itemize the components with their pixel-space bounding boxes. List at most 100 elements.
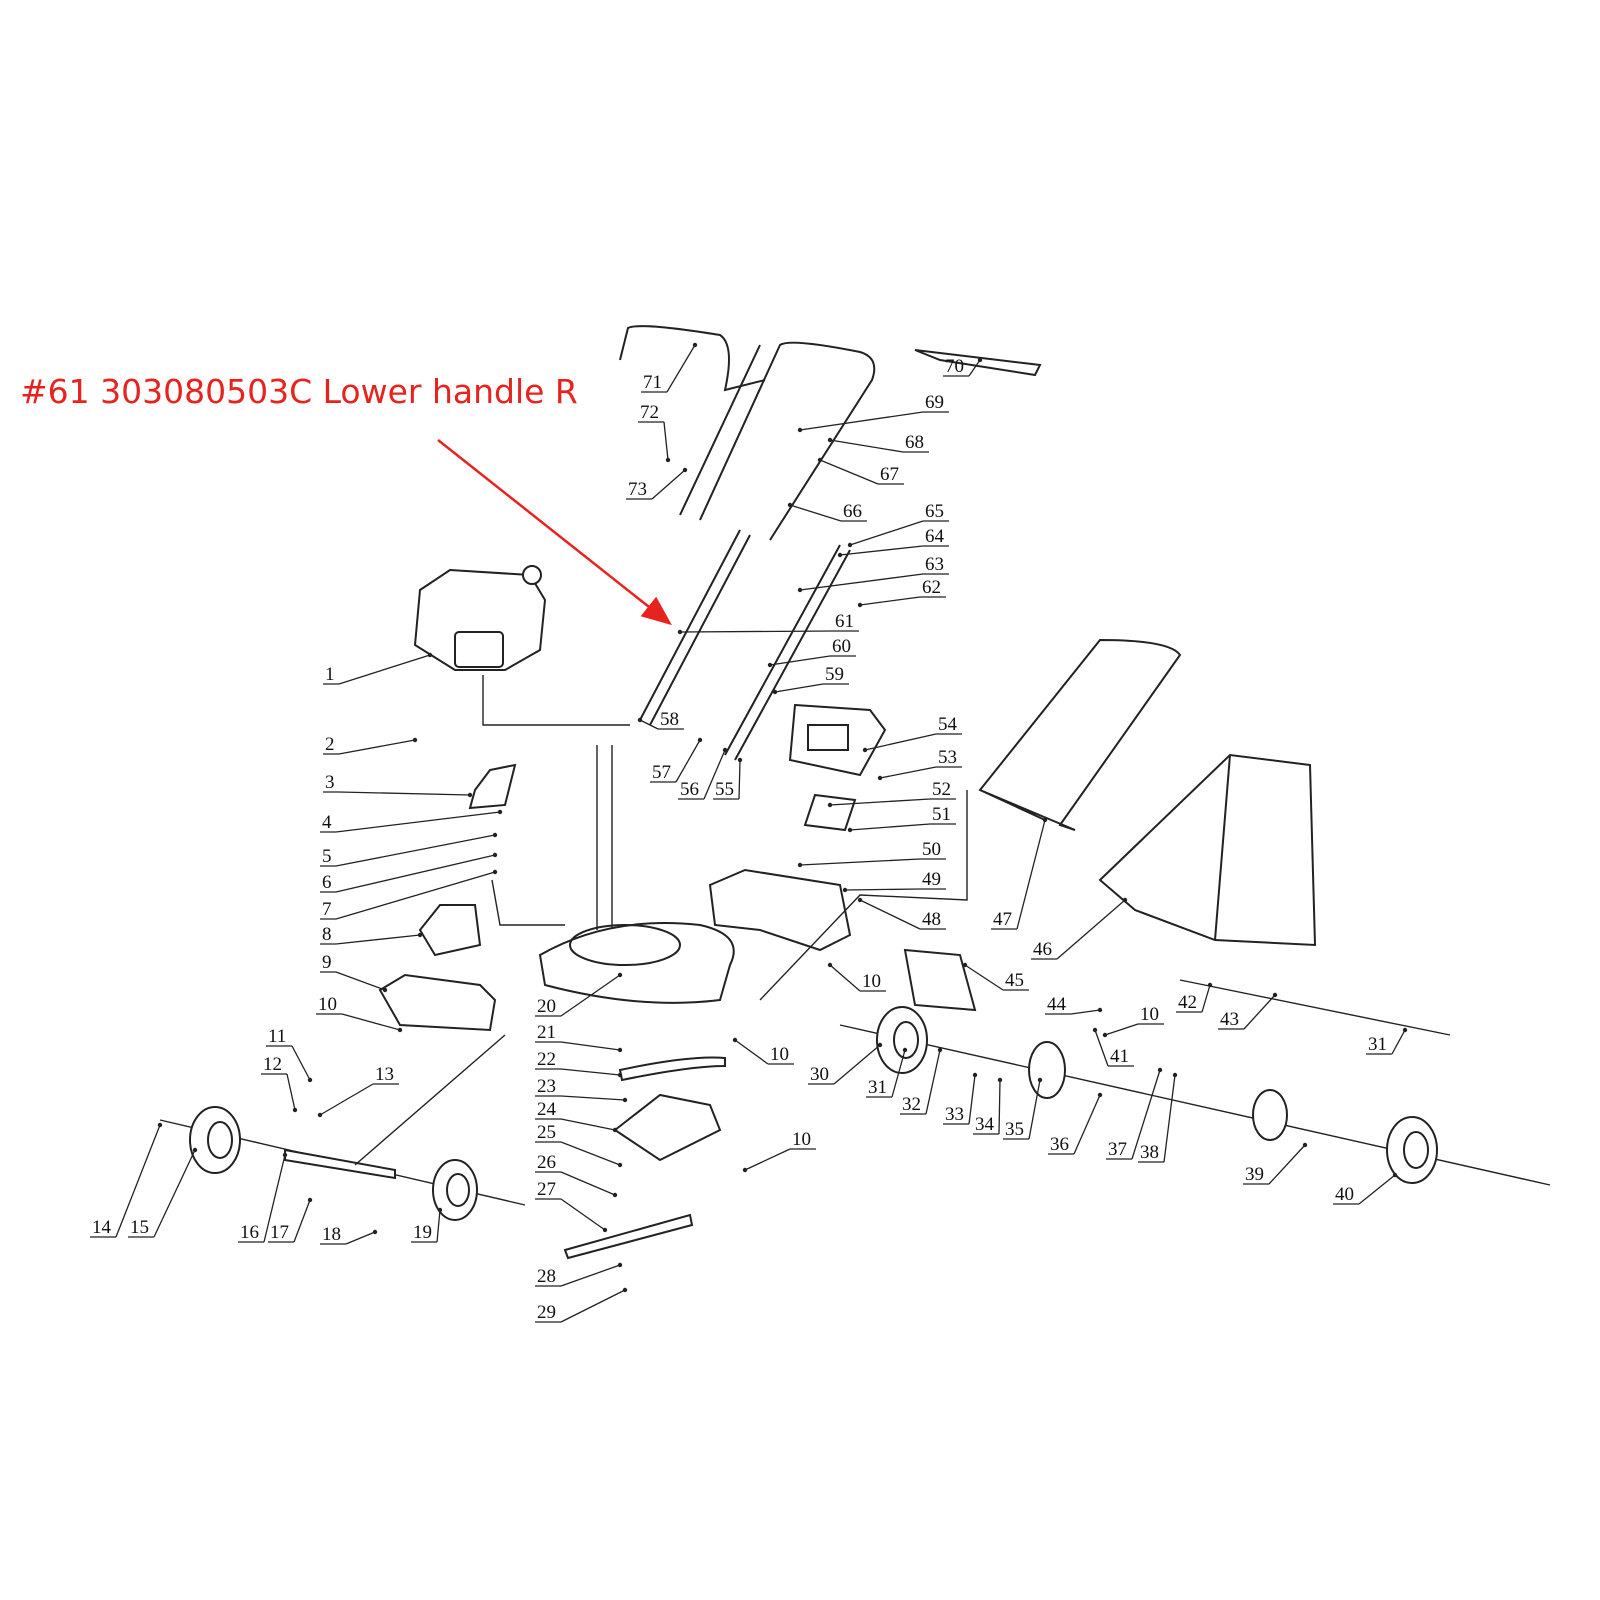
leader-dot — [622, 1287, 628, 1293]
rear-housing — [708, 868, 852, 952]
callout-number: 47 — [993, 909, 1012, 930]
leader-dot — [817, 457, 823, 463]
leader-dot — [617, 1262, 623, 1268]
callout-49: 49 — [842, 869, 946, 893]
callout-51: 51 — [847, 804, 956, 833]
leader-line — [839, 545, 949, 556]
leader-dot — [492, 832, 498, 838]
leader-line — [535, 1289, 626, 1323]
leader-line — [320, 854, 496, 893]
leader-line — [323, 739, 416, 755]
callout-number: 60 — [832, 636, 851, 657]
leader-line — [808, 1044, 881, 1085]
leader-line — [799, 573, 949, 591]
callout-number: 10 — [1140, 1004, 1159, 1025]
callout-number: 52 — [932, 779, 951, 800]
leader-dot — [797, 587, 803, 593]
leader-dot — [412, 737, 418, 743]
leader-line — [789, 504, 867, 522]
callout-number: 72 — [640, 402, 659, 423]
callout-number: 18 — [322, 1224, 341, 1245]
callout-45: 45 — [962, 962, 1029, 991]
callout-61: 61 — [677, 611, 859, 635]
leader-dot — [617, 1047, 623, 1053]
lower-handle-r — [724, 544, 851, 761]
callout-10: 10 — [1102, 1004, 1164, 1038]
callout-number: 57 — [652, 762, 671, 783]
callout-number: 73 — [628, 479, 647, 500]
leader-dot — [972, 1072, 978, 1078]
leader-line — [650, 739, 701, 783]
callout-24: 24 — [535, 1099, 618, 1133]
leader-dot — [307, 1077, 313, 1083]
leader-dot — [1272, 992, 1278, 998]
callout-42: 42 — [1176, 982, 1213, 1013]
callout-3: 3 — [323, 772, 473, 798]
leader-dot — [787, 502, 793, 508]
leader-dot — [842, 887, 848, 893]
leader-line — [320, 1231, 376, 1245]
leader-line — [1218, 994, 1276, 1030]
callout-39: 39 — [1243, 1142, 1308, 1185]
callout-56: 56 — [678, 747, 728, 800]
callout-69: 69 — [797, 392, 949, 433]
callout-number: 51 — [932, 804, 951, 825]
leader-dot — [847, 542, 853, 548]
leader-line — [1106, 1069, 1161, 1160]
leader-line — [535, 1171, 616, 1196]
leader-dot — [497, 809, 503, 815]
callout-59: 59 — [772, 664, 849, 695]
leader-dot — [492, 852, 498, 858]
leader-line — [626, 469, 686, 500]
leader-line — [319, 1083, 399, 1116]
leader-line — [1045, 1009, 1101, 1015]
leader-line — [535, 1041, 621, 1051]
mower-deck — [538, 922, 735, 1004]
leader-line — [1104, 1023, 1164, 1036]
callout-38: 38 — [1138, 1072, 1178, 1163]
callout-number: 40 — [1335, 1184, 1354, 1205]
wheel-front-right — [432, 1159, 478, 1221]
callout-number: 9 — [322, 952, 332, 973]
lower-handle-l — [639, 529, 751, 726]
callout-60: 60 — [767, 636, 856, 668]
leader-dot — [1392, 1172, 1398, 1178]
leader-dot — [767, 662, 773, 668]
callout-66: 66 — [787, 501, 867, 522]
leader-line — [320, 811, 501, 833]
callout-number: 10 — [862, 971, 881, 992]
callout-20: 20 — [535, 972, 623, 1017]
leader-dot — [962, 962, 968, 968]
leader-line — [639, 719, 684, 730]
callout-64: 64 — [837, 526, 949, 558]
leader-dot — [382, 987, 388, 993]
leader-dot — [797, 862, 803, 868]
part-highlight-title: #61 303080503C Lower handle R — [20, 372, 578, 411]
leader-dot — [157, 1122, 163, 1128]
leader-dot — [857, 602, 863, 608]
callout-number: 27 — [537, 1179, 556, 1200]
callout-21: 21 — [535, 1022, 623, 1053]
callout-34: 34 — [973, 1077, 1003, 1135]
leader-line — [964, 964, 1029, 991]
callout-number: 24 — [537, 1099, 557, 1120]
callout-23: 23 — [535, 1076, 628, 1103]
leader-line — [678, 749, 726, 800]
leader-line — [266, 1045, 311, 1081]
leader-dot — [617, 972, 623, 978]
callout-number: 38 — [1140, 1142, 1159, 1163]
leader-dot — [292, 1107, 298, 1113]
callout-number: 17 — [270, 1222, 289, 1243]
leader-line — [320, 871, 496, 920]
leader-line — [879, 766, 962, 779]
callout-number: 20 — [537, 996, 556, 1017]
leader-line — [844, 888, 946, 891]
callout-17: 17 — [268, 1197, 313, 1243]
callout-number: 59 — [825, 664, 844, 685]
callout-number: 41 — [1110, 1046, 1129, 1067]
leader-dot — [1037, 1077, 1043, 1083]
cover-3 — [468, 763, 517, 810]
callout-number: 4 — [322, 812, 332, 833]
leader-dot — [682, 467, 688, 473]
callout-54: 54 — [862, 714, 962, 753]
